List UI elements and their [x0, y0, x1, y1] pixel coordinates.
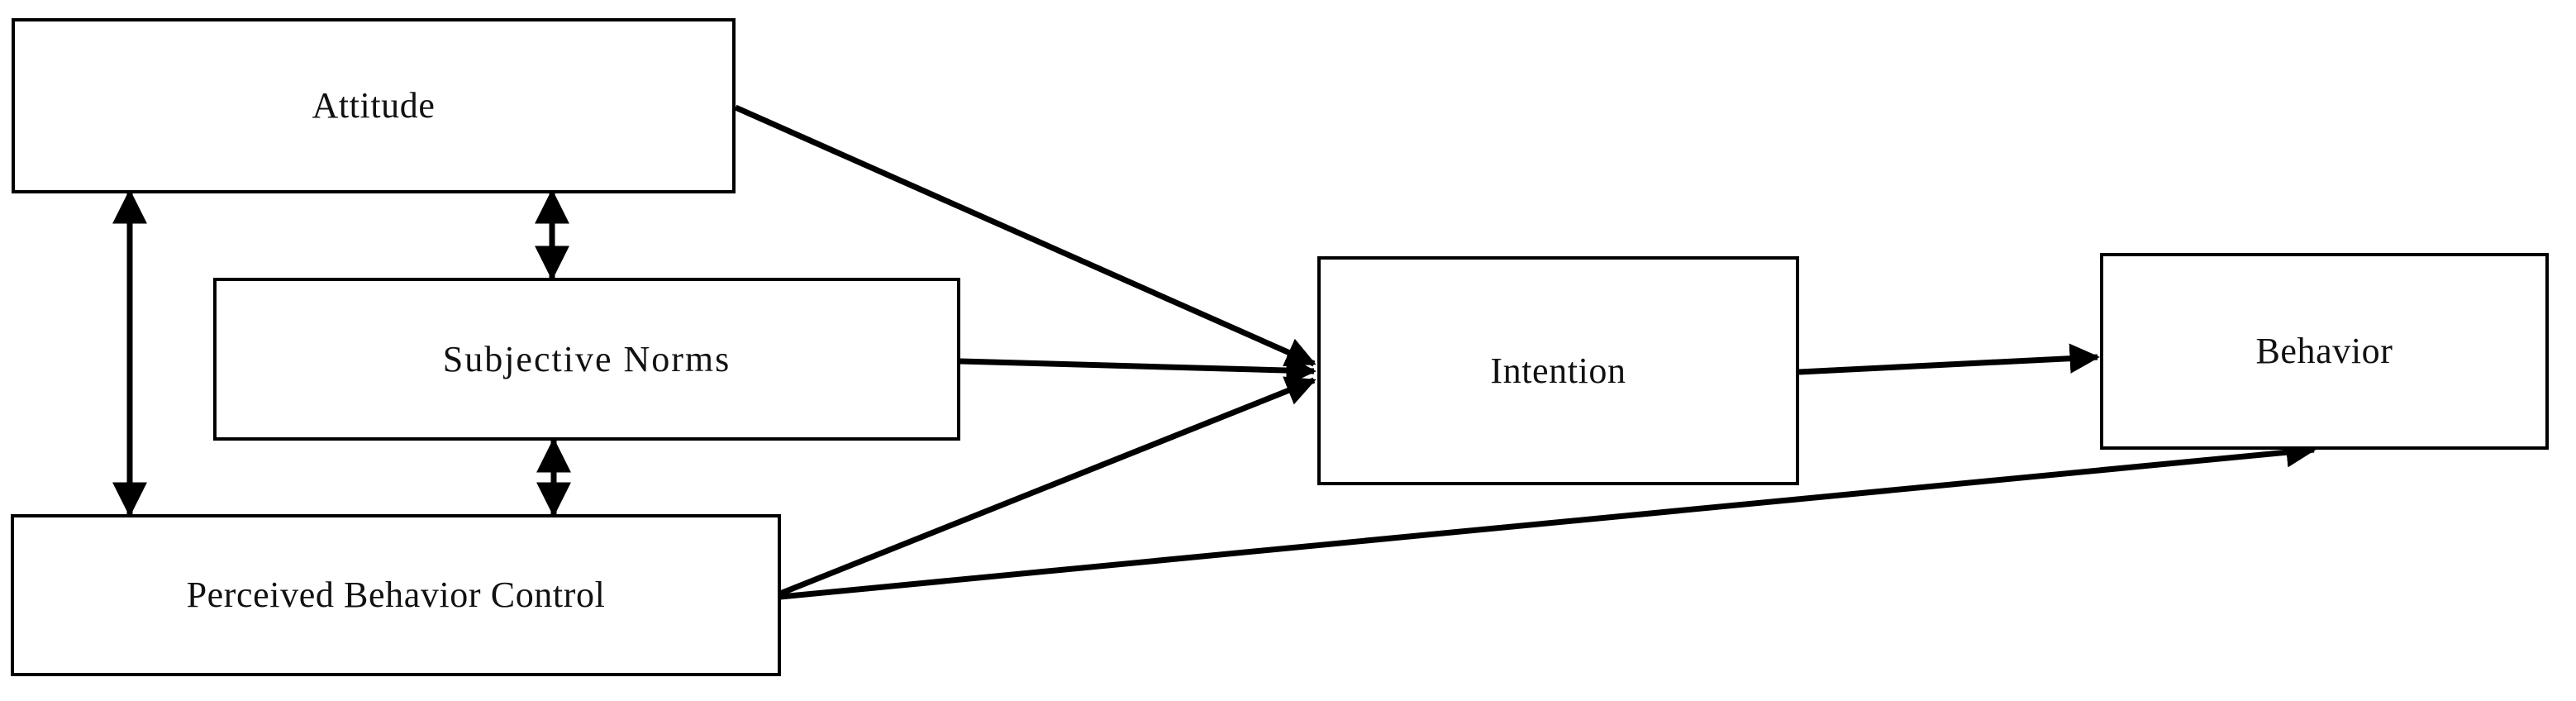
edge-pbc-intention — [779, 376, 1317, 597]
node-attitude[interactable]: Attitude — [12, 18, 736, 193]
node-perceived-behavior-control[interactable]: Perceived Behavior Control — [11, 514, 781, 676]
edge-attitude-intention — [734, 104, 1317, 367]
edge-pbc-behavior — [779, 437, 2316, 600]
edge-intention-behavior — [1798, 343, 2100, 375]
node-behavior[interactable]: Behavior — [2100, 253, 2549, 450]
node-attitude-label: Attitude — [312, 85, 436, 126]
node-subjective-norms[interactable]: Subjective Norms — [213, 278, 960, 441]
edge-subjective-intention — [959, 355, 1317, 386]
node-intention-label: Intention — [1490, 350, 1626, 391]
node-perceived-behavior-control-label: Perceived Behavior Control — [186, 575, 606, 615]
node-behavior-label: Behavior — [2255, 331, 2393, 371]
node-subjective-norms-label: Subjective Norms — [442, 338, 731, 379]
node-intention[interactable]: Intention — [1317, 256, 1799, 485]
